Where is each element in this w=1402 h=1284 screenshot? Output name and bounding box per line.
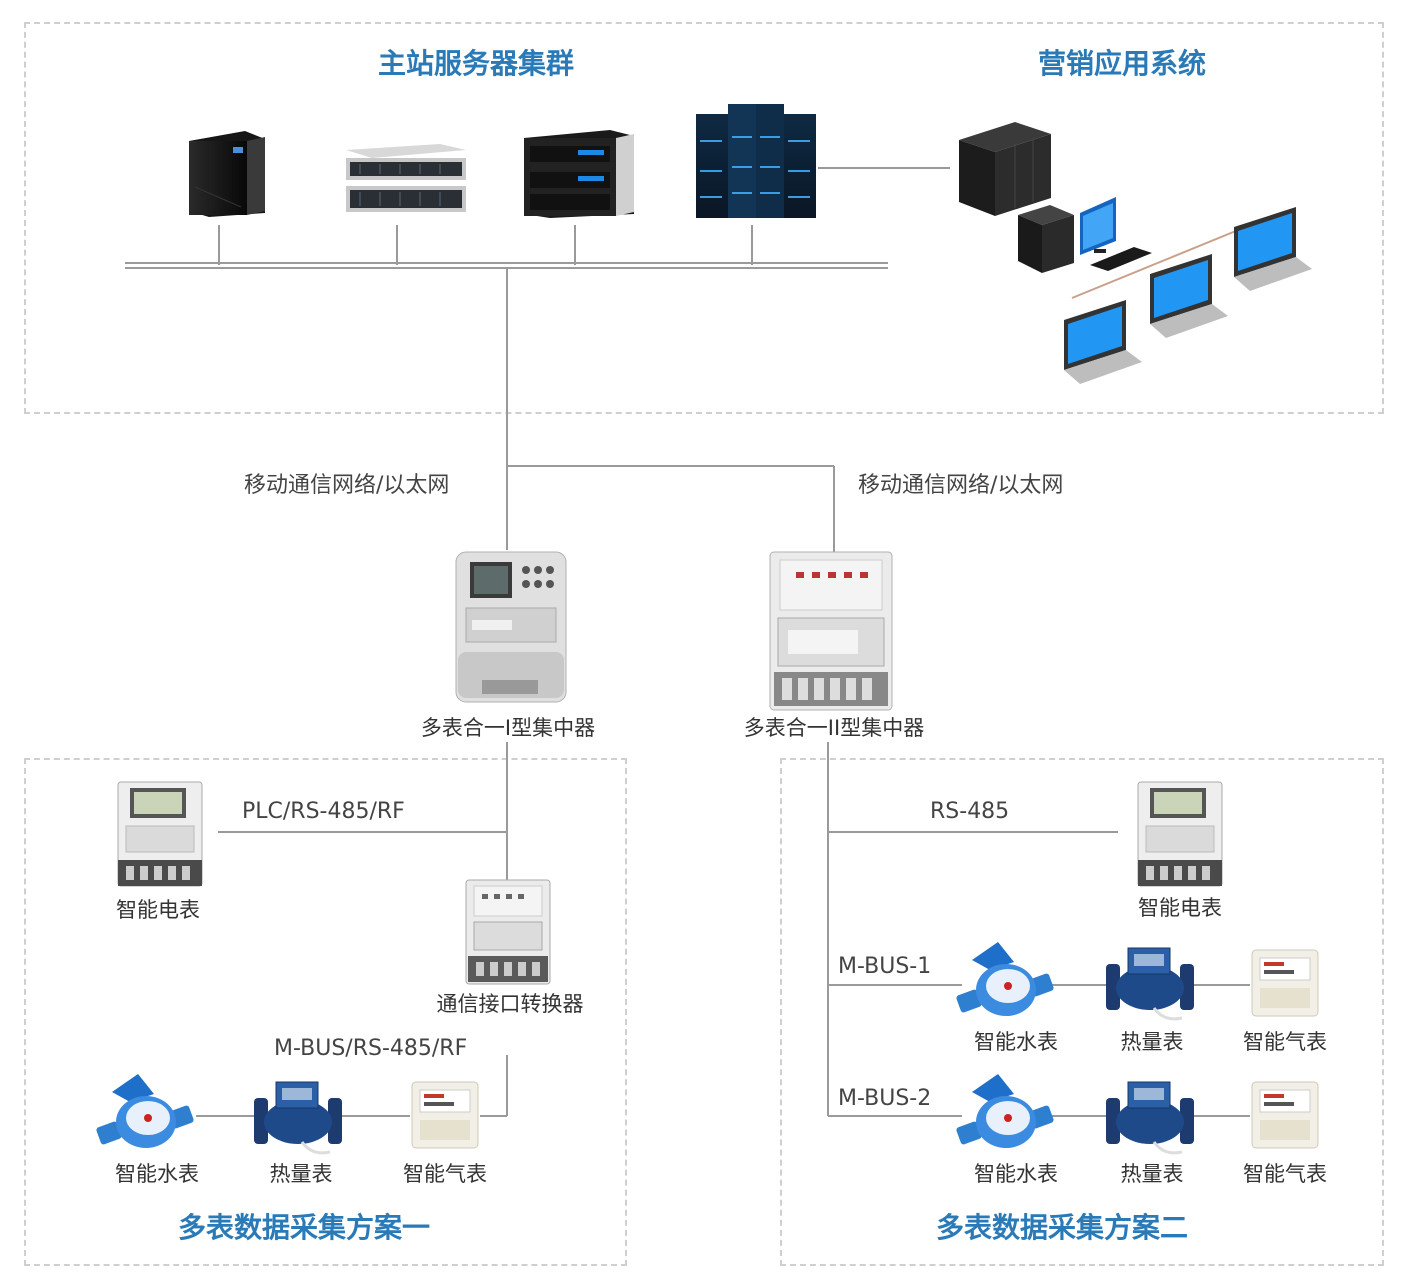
s2-row1-gas-label: 智能气表 xyxy=(1243,1030,1327,1054)
mbus2-label: M-BUS-2 xyxy=(838,1086,932,1111)
s1-meter-label: 智能电表 xyxy=(116,898,200,922)
mbus1-label: M-BUS-1 xyxy=(838,954,932,979)
s2-row2-gas-label: 智能气表 xyxy=(1243,1162,1327,1186)
desktop-computer-icon xyxy=(1018,197,1152,273)
water-meter-icon xyxy=(956,942,1054,1016)
scheme1-title: 多表数据采集方案一 xyxy=(178,1211,431,1244)
gas-meter-icon xyxy=(1251,1081,1319,1149)
rack-server-icon xyxy=(346,144,466,212)
plc-link-label: PLC/RS-485/RF xyxy=(242,799,405,824)
laptop-icon xyxy=(1234,207,1312,291)
network-label-right: 移动通信网络/以太网 xyxy=(858,473,1064,498)
concentrator2-label: 多表合一II型集中器 xyxy=(743,716,925,740)
mbus-rs485-rf-label: M-BUS/RS-485/RF xyxy=(274,1036,468,1061)
s1-water-label: 智能水表 xyxy=(115,1162,199,1186)
s2-row1-water-label: 智能水表 xyxy=(974,1030,1058,1054)
concentrator-type1-icon xyxy=(455,551,567,703)
water-meter-icon xyxy=(96,1074,194,1148)
rs485-link-label: RS-485 xyxy=(930,799,1010,824)
s1-heat-label: 热量表 xyxy=(269,1162,333,1186)
s1-gas-label: 智能气表 xyxy=(403,1162,487,1186)
converter-label: 通信接口转换器 xyxy=(436,992,584,1016)
heat-meter-icon xyxy=(1106,947,1194,1021)
s2-row1-heat-label: 热量表 xyxy=(1120,1030,1184,1054)
smart-electricity-meter-icon xyxy=(1137,781,1223,887)
scheme1-zone xyxy=(24,758,627,1266)
heat-meter-icon xyxy=(254,1081,342,1155)
water-meter-icon xyxy=(956,1074,1054,1148)
master-cluster-title: 主站服务器集群 xyxy=(378,47,575,80)
concentrator1-label: 多表合一I型集中器 xyxy=(420,716,596,740)
tower-server-icon xyxy=(189,131,265,217)
gas-meter-icon xyxy=(1251,949,1319,1017)
storage-server-icon xyxy=(524,130,634,218)
interface-converter-icon xyxy=(465,879,551,985)
scheme2-title: 多表数据采集方案二 xyxy=(936,1211,1189,1244)
laptop-icon xyxy=(1150,254,1228,338)
s2-meter-label: 智能电表 xyxy=(1138,896,1222,920)
marketing-system-title: 营销应用系统 xyxy=(1038,47,1207,80)
marketing-server-icon xyxy=(959,122,1051,216)
server-cluster-icon xyxy=(696,104,816,218)
smart-electricity-meter-icon xyxy=(117,781,203,887)
laptop-icon xyxy=(1064,300,1142,384)
master-zone xyxy=(24,22,1384,414)
s2-row2-water-label: 智能水表 xyxy=(974,1162,1058,1186)
heat-meter-icon xyxy=(1106,1081,1194,1155)
network-label-left: 移动通信网络/以太网 xyxy=(244,473,450,498)
gas-meter-icon xyxy=(411,1081,479,1149)
concentrator-type2-icon xyxy=(769,551,893,711)
s2-row2-heat-label: 热量表 xyxy=(1120,1162,1184,1186)
scheme2-zone xyxy=(780,758,1384,1266)
